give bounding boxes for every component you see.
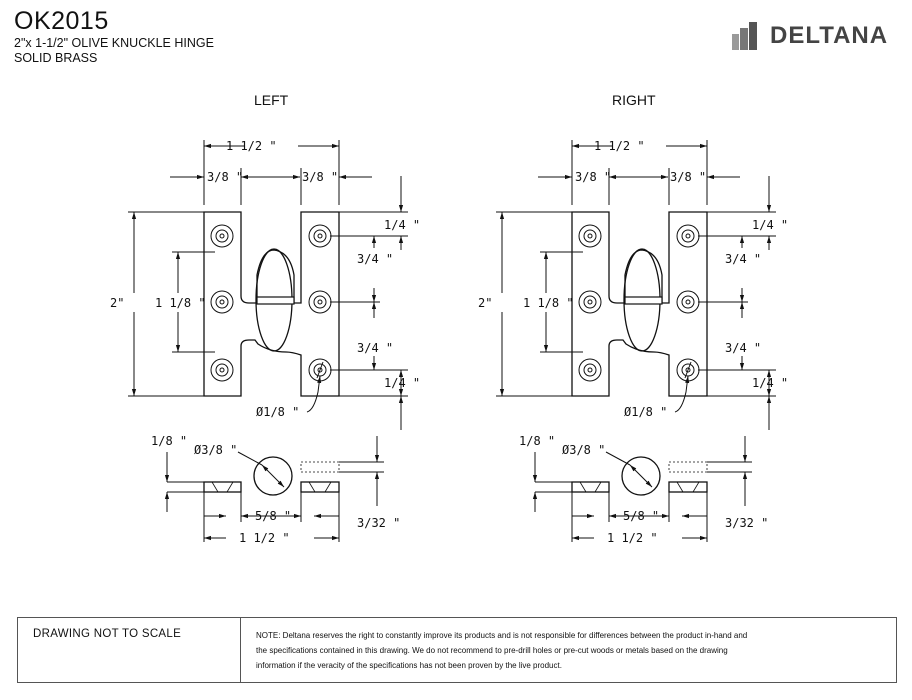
right-dim-upper-spacing: 3/4 " xyxy=(725,252,761,266)
right-dim-leaf-length: 5/8 " xyxy=(623,509,659,523)
right-dim-gap: 3/32 " xyxy=(725,516,768,530)
brand-name: DELTANA xyxy=(770,22,889,49)
scale-note: DRAWING NOT TO SCALE xyxy=(18,618,241,682)
right-dim-hole-spacing: 1 1/8 " xyxy=(523,296,574,310)
right-dim-bottom-width: 1 1/2 " xyxy=(607,531,658,545)
left-dim-knuckle-diameter: Ø3/8 " xyxy=(194,443,237,457)
model-number: OK2015 xyxy=(14,7,109,35)
left-dim-leaf-right: 3/8 " xyxy=(302,170,338,184)
left-dim-lower-spacing: 3/4 " xyxy=(357,341,393,355)
left-dim-leaf-left: 3/8 " xyxy=(207,170,243,184)
left-hinge-view xyxy=(128,140,408,542)
left-dimension-labels: 1 1/2 " 3/8 " 3/8 " 2" 1 1/8 " 1/4 " 3/4… xyxy=(110,139,420,545)
right-dim-top-offset: 1/4 " xyxy=(752,218,788,232)
right-dimension-labels: 1 1/2 " 3/8 " 3/8 " 2" 1 1/8 " 1/4 " 3/4… xyxy=(478,139,788,545)
left-dim-upper-spacing: 3/4 " xyxy=(357,252,393,266)
product-material: SOLID BRASS xyxy=(14,51,98,65)
left-dim-bottom-offset: 1/4 " xyxy=(384,376,420,390)
right-dim-height: 2" xyxy=(478,296,492,310)
right-dim-overall-width: 1 1/2 " xyxy=(594,139,645,153)
disclaimer-line-1: NOTE: Deltana reserves the right to cons… xyxy=(256,631,748,640)
footer-notes: DRAWING NOT TO SCALE NOTE: Deltana reser… xyxy=(17,617,897,683)
left-dim-overall-width: 1 1/2 " xyxy=(226,139,277,153)
left-screw-holes xyxy=(210,224,332,382)
right-dim-thickness: 1/8 " xyxy=(519,434,555,448)
right-dim-hole-diameter: Ø1/8 " xyxy=(624,405,667,419)
disclaimer: NOTE: Deltana reserves the right to cons… xyxy=(241,618,896,682)
hinge-drawings: 1 1/2 " 3/8 " 3/8 " 2" 1 1/8 " 1/4 " 3/4… xyxy=(110,139,788,545)
right-dim-leaf-right: 3/8 " xyxy=(670,170,706,184)
right-dim-leaf-left: 3/8 " xyxy=(575,170,611,184)
right-dim-lower-spacing: 3/4 " xyxy=(725,341,761,355)
left-dim-thickness: 1/8 " xyxy=(151,434,187,448)
left-view-title: LEFT xyxy=(254,92,289,108)
left-dim-bottom-width: 1 1/2 " xyxy=(239,531,290,545)
disclaimer-line-3: information if the veracity of the speci… xyxy=(256,661,562,670)
deltana-mark-icon xyxy=(732,22,757,50)
right-dim-bottom-offset: 1/4 " xyxy=(752,376,788,390)
right-knuckle-profile xyxy=(621,456,661,496)
left-dim-top-offset: 1/4 " xyxy=(384,218,420,232)
left-dim-hole-diameter: Ø1/8 " xyxy=(256,405,299,419)
title-block: OK2015 2"x 1-1/2" OLIVE KNUCKLE HINGE SO… xyxy=(14,6,214,66)
left-dim-height: 2" xyxy=(110,296,124,310)
disclaimer-line-2: the specifications contained in this dra… xyxy=(256,646,728,655)
right-hinge-view xyxy=(496,140,776,542)
brand-logo: DELTANA xyxy=(732,22,888,50)
left-dim-gap: 3/32 " xyxy=(357,516,400,530)
product-description: 2"x 1-1/2" OLIVE KNUCKLE HINGE xyxy=(14,36,214,50)
left-dim-leaf-length: 5/8 " xyxy=(255,509,291,523)
left-dim-hole-spacing: 1 1/8 " xyxy=(155,296,206,310)
left-knuckle-profile xyxy=(253,456,293,496)
right-dim-knuckle-diameter: Ø3/8 " xyxy=(562,443,605,457)
right-view-title: RIGHT xyxy=(612,92,656,108)
